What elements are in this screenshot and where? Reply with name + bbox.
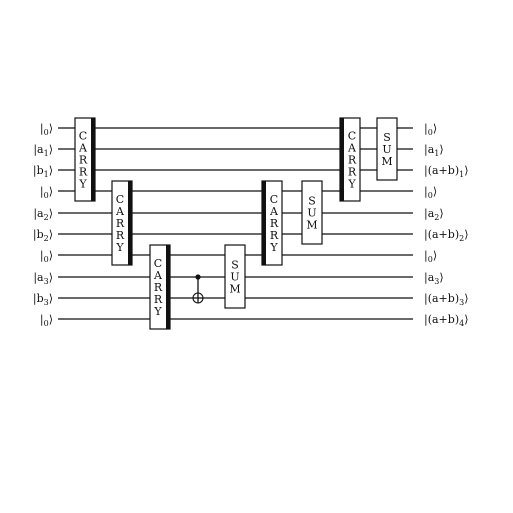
output-labels: |0⟩ |a1⟩ |(a+b)1⟩ |0⟩ |a2⟩ |(a+b)2⟩ |0⟩ |a3⟩ |(a…	[424, 122, 469, 328]
cnot-control-dot	[195, 274, 201, 280]
gate-bar	[262, 181, 266, 265]
output-ket-label: |0⟩	[424, 249, 437, 264]
gate-bar	[340, 118, 344, 201]
input-ket-label: |0⟩	[40, 313, 53, 328]
output-ket-label: |(a+b)2⟩	[424, 228, 469, 243]
gate-box	[301, 180, 323, 245]
input-ket-label: |0⟩	[40, 249, 53, 264]
output-ket-label: |(a+b)1⟩	[424, 164, 469, 179]
output-ket-label: |a2⟩	[424, 207, 444, 222]
cnot-gate	[192, 274, 204, 304]
output-ket-label: |0⟩	[424, 185, 437, 200]
input-ket-label: |b1⟩	[33, 164, 53, 179]
gate-box	[376, 117, 398, 181]
input-ket-label: |a3⟩	[33, 271, 53, 286]
gate-bar	[166, 245, 170, 329]
input-ket-label: |a2⟩	[33, 207, 53, 222]
output-ket-label: |0⟩	[424, 122, 437, 137]
input-ket-label: |b2⟩	[33, 228, 53, 243]
output-ket-label: |(a+b)4⟩	[424, 313, 469, 328]
output-ket-label: |a3⟩	[424, 271, 444, 286]
input-labels: |0⟩ |a1⟩ |b1⟩ |0⟩ |a2⟩ |b2⟩ |0⟩ |a3⟩ |b3⟩ |0⟩	[33, 122, 53, 328]
input-ket-label: |0⟩	[40, 185, 53, 200]
gate-bar	[91, 118, 95, 201]
input-ket-label: |0⟩	[40, 122, 53, 137]
input-ket-label: |b3⟩	[33, 292, 53, 307]
output-ket-label: |(a+b)3⟩	[424, 292, 469, 307]
output-ket-label: |a1⟩	[424, 143, 444, 158]
gate-box	[224, 244, 246, 309]
input-ket-label: |a1⟩	[33, 143, 53, 158]
gate-bar	[128, 181, 132, 265]
